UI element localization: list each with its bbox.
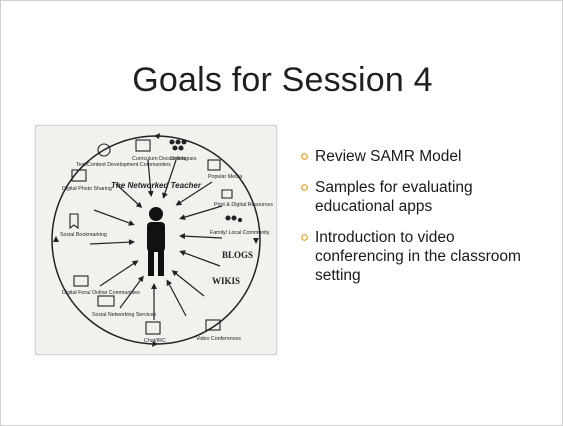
- node-label: Digital Photo Sharing: [62, 186, 112, 192]
- video-conference-icon: [205, 319, 221, 331]
- node-label: Social Networking Services: [92, 312, 157, 318]
- goal-text: Review SAMR Model: [315, 148, 462, 165]
- circle-arrow-icon: [53, 236, 59, 242]
- bullet-icon: [301, 234, 308, 241]
- bookmark-icon: [69, 213, 79, 230]
- node-label: BLOGS: [222, 250, 253, 260]
- node-label: Text/Content Development Communities: [76, 162, 171, 168]
- diagram-svg: The Networked Teacher: [51, 133, 273, 347]
- node-label: Popular Media: [208, 174, 242, 180]
- tv-icon: [207, 159, 221, 171]
- node-label: Colleagues: [170, 156, 197, 162]
- diagram-node-icons: [69, 139, 243, 335]
- circle-arrow-icon: [253, 238, 259, 244]
- node-label: Chat/IRC: [144, 338, 166, 344]
- node-label: Video Conferences: [196, 336, 241, 342]
- node-label: Family/ Local Community: [210, 230, 270, 236]
- diagram-spokes: [89, 159, 223, 320]
- slide-title: Goals for Session 4: [132, 61, 433, 99]
- content-icon: [97, 143, 111, 157]
- node-label: Digital Fora/ Online Communities: [62, 290, 140, 296]
- photo-icon: [71, 169, 87, 182]
- print-icon: [221, 189, 233, 199]
- bullet-icon: [301, 184, 308, 191]
- family-icon: [225, 215, 243, 223]
- center-label: The Networked Teacher: [111, 181, 202, 190]
- computers-icon: [97, 295, 115, 307]
- networked-teacher-diagram: The Networked Teacher: [35, 125, 277, 355]
- diagram-labels: Curriculum Documents Colleagues Popular …: [60, 156, 273, 344]
- node-label: Curriculum Documents: [132, 156, 186, 162]
- goal-item: Introduction to video conferencing in th…: [301, 228, 531, 285]
- node-label: Print & Digital Resources: [214, 202, 273, 208]
- goal-text: Introduction to video conferencing in th…: [315, 229, 521, 284]
- teacher-figure-icon: [147, 207, 165, 276]
- node-label: Social Bookmarking: [60, 232, 107, 238]
- node-label: WIKIS: [212, 276, 240, 286]
- bullet-icon: [301, 153, 308, 160]
- forum-icon: [73, 275, 89, 287]
- goal-item: Samples for evaluating educational apps: [301, 178, 531, 216]
- colleagues-icon: [169, 139, 187, 151]
- goal-text: Samples for evaluating educational apps: [315, 179, 473, 215]
- goals-list: Review SAMR Model Samples for evaluating…: [301, 147, 531, 297]
- circle-arrow-icon: [152, 341, 158, 347]
- chat-icon: [145, 321, 161, 335]
- goal-item: Review SAMR Model: [301, 147, 531, 166]
- circle-arrow-icon: [154, 133, 160, 139]
- documents-icon: [135, 139, 151, 152]
